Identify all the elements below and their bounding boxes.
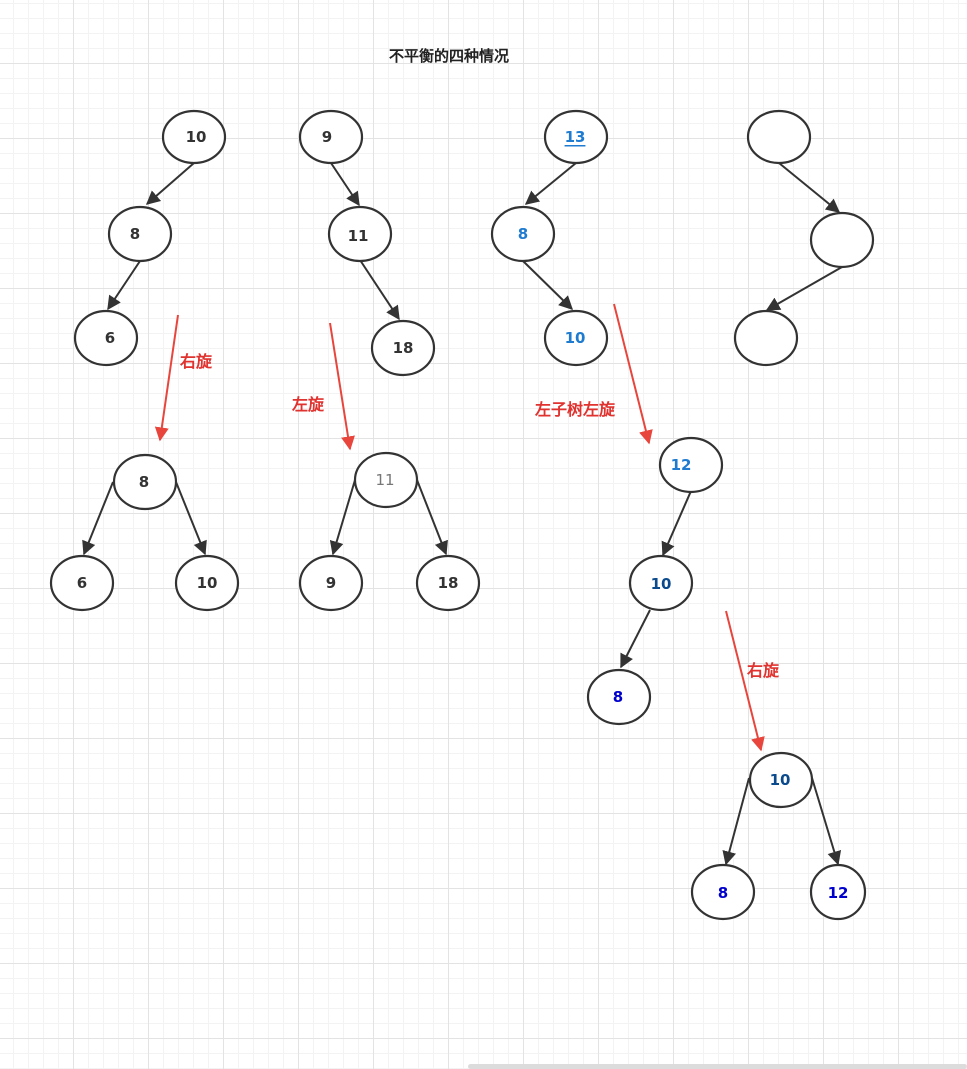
node-label: 10 — [197, 574, 218, 592]
edge-10-8 — [145, 162, 195, 205]
tree-node: 8 — [490, 205, 556, 263]
tree-node: 11 — [327, 205, 393, 263]
left-subtree-rotate-left-arrow — [613, 303, 653, 445]
node-label: 6 — [77, 574, 87, 592]
node-label: 18 — [438, 574, 459, 592]
edge-10-8-lrs — [620, 609, 651, 669]
rotate-left-arrow-1 — [329, 322, 355, 451]
node-label: 9 — [326, 574, 336, 592]
node-label: 8 — [518, 225, 528, 243]
node-label: 10 — [186, 128, 207, 146]
node-label: 12 — [828, 884, 849, 902]
rotation-arrows — [154, 303, 765, 752]
tree-node: 18 — [370, 319, 436, 377]
node-label: 13 — [565, 128, 586, 146]
tree-node: 8 — [112, 453, 178, 511]
node-label: 11 — [375, 471, 394, 489]
edge-8-10-lr — [522, 260, 574, 310]
tree-node: 10 — [161, 109, 227, 165]
tree-node: 12 — [809, 863, 867, 921]
tree-node: 10 — [543, 309, 609, 367]
node-label: 12 — [671, 456, 692, 474]
tree-node: 9 — [298, 109, 364, 165]
tree-node: 8 — [690, 863, 756, 921]
tree-node: 12 — [658, 436, 724, 494]
tree-node: 8 — [107, 205, 173, 263]
tree-node: 11 — [353, 451, 419, 509]
tree-edges — [82, 162, 843, 866]
edge-rl-mid-leaf — [765, 266, 843, 311]
tree-node — [746, 109, 812, 165]
node-label: 9 — [322, 128, 332, 146]
tree-node — [733, 309, 799, 367]
rotate-left-label-1: 左旋 — [291, 395, 325, 414]
rotate-right-arrow-1 — [154, 314, 179, 442]
tree-node: 10 — [748, 751, 814, 809]
node-label: 10 — [651, 575, 672, 593]
node-label: 8 — [139, 473, 149, 491]
tree-node: 18 — [415, 554, 481, 612]
edge-10-12-final — [811, 777, 842, 866]
left-subtree-rotate-left-label: 左子树左旋 — [534, 400, 616, 419]
rotation-labels: 右旋 左旋 左子树左旋 右旋 — [180, 352, 780, 680]
tree-node: 13 — [543, 109, 609, 165]
edge-8-6-rotated — [82, 481, 114, 556]
node-label: 10 — [565, 329, 586, 347]
diagram-title: 不平衡的四种情况 — [389, 47, 509, 65]
rotate-right-arrow-2 — [725, 610, 765, 752]
tree-nodes: 10 8 6 8 6 10 9 11 — [49, 109, 875, 921]
edge-8-6 — [107, 260, 141, 311]
node-label: 11 — [348, 227, 369, 245]
edge-9-11 — [330, 162, 360, 207]
edge-11-9-rotated — [329, 479, 356, 556]
edge-rl-root-mid — [778, 162, 841, 213]
node-label: 8 — [130, 225, 140, 243]
horizontal-scrollbar[interactable] — [468, 1064, 967, 1069]
tree-node — [809, 211, 875, 269]
node-label: 6 — [105, 329, 115, 347]
edge-8-10-rotated — [175, 481, 207, 556]
edge-12-10 — [661, 490, 692, 557]
rotate-right-label-2: 右旋 — [747, 661, 780, 680]
tree-node: 6 — [73, 309, 139, 367]
rotate-right-label-1: 右旋 — [180, 352, 213, 371]
tree-node: 9 — [298, 554, 364, 612]
edge-13-8 — [524, 162, 577, 205]
tree-node: 10 — [628, 554, 694, 612]
node-label: 8 — [613, 688, 623, 706]
node-label: 18 — [393, 339, 414, 357]
edge-10-8-final — [722, 777, 750, 866]
tree-node: 6 — [49, 554, 115, 612]
tree-node: 10 — [174, 554, 240, 612]
node-label: 10 — [770, 771, 791, 789]
edge-11-18 — [359, 259, 400, 321]
tree-node: 8 — [586, 668, 652, 726]
node-label: 8 — [718, 884, 728, 902]
edge-11-18-rotated — [416, 479, 448, 556]
